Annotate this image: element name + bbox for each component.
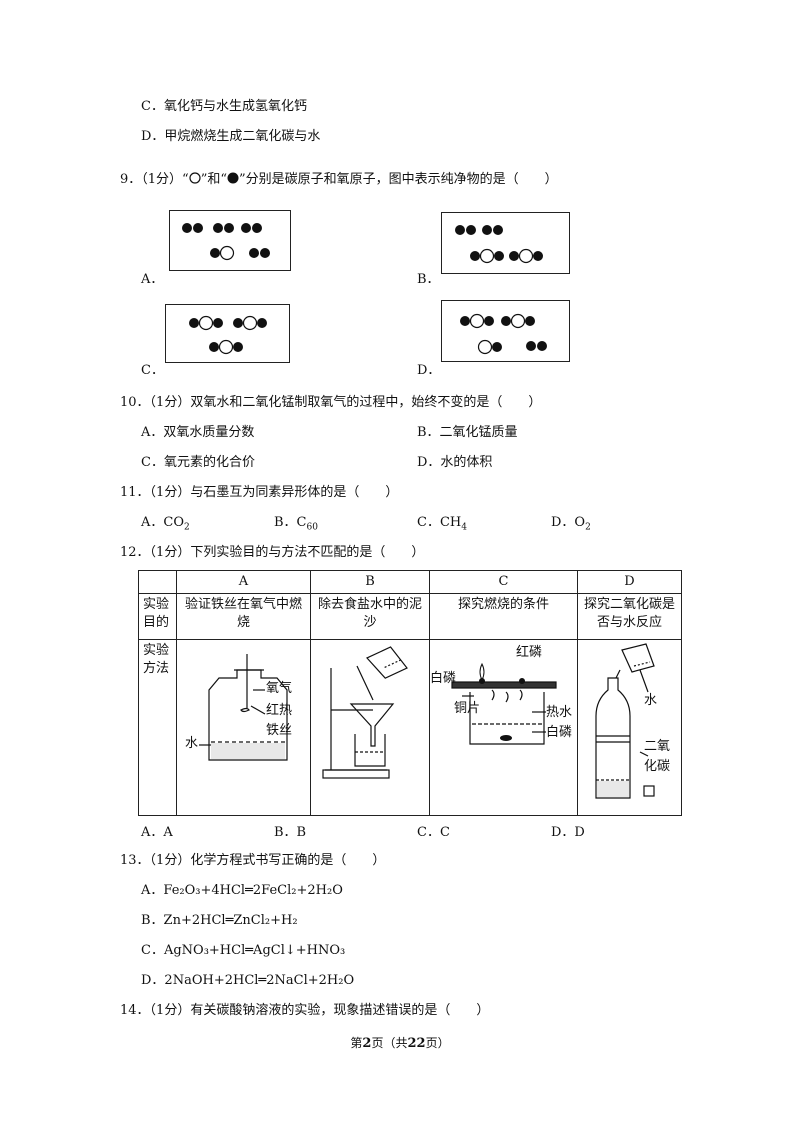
q11-option-a: A．CO2 <box>141 514 190 537</box>
q9-stem-mid: ”和“ <box>200 172 227 187</box>
q10-option-a: A．双氧水质量分数 <box>141 425 255 440</box>
q12-fig-c-white-p-bottom-label: 白磷 <box>546 725 573 740</box>
q9-label-c: C． <box>141 363 164 378</box>
q11-option-c-sub: 4 <box>461 522 467 533</box>
q11-option-a-sub: 2 <box>184 522 190 533</box>
q12-fig-c-copper-label: 铜片 <box>454 701 481 716</box>
q11-option-b-text: B．C <box>274 515 307 530</box>
q9-box-d <box>441 300 570 362</box>
q9-box-a <box>169 210 291 271</box>
q12-option-a: A．A <box>141 825 173 840</box>
q9-stem-prefix: 9．（1分）“ <box>120 172 189 187</box>
q8-option-c: C．氧化钙与水生成氢氧化钙 <box>141 99 307 114</box>
q12-fig-c-hot-water-label: 热水 <box>546 705 573 720</box>
q9-label-d: D． <box>417 363 441 378</box>
q9-box-c <box>165 304 290 363</box>
q10-option-d: D．水的体积 <box>417 455 493 470</box>
q10-option-b: B．二氧化锰质量 <box>417 425 518 440</box>
q8-option-d: D．甲烷燃烧生成二氧化碳与水 <box>141 129 321 144</box>
q12-option-c: C．C <box>417 825 450 840</box>
q12-stem: 12．（1分）下列实验目的与方法不匹配的是（ ） <box>120 545 425 560</box>
q12-purpose-row: 实验目的 验证铁丝在氧气中燃烧 除去食盐水中的泥沙 探究燃烧的条件 探究二氧化碳… <box>138 593 682 640</box>
q11-option-d-sub: 2 <box>585 522 591 533</box>
q11-stem: 11．（1分）与石墨互为同素异形体的是（ ） <box>120 485 399 500</box>
q12-figure-b <box>310 639 430 816</box>
footer-post: 页） <box>425 1036 450 1050</box>
q12-header-b: B <box>310 570 430 594</box>
q10-stem: 10．（1分）双氧水和二氧化锰制取氧气的过程中，始终不变的是（ ） <box>120 395 542 410</box>
iron-in-oxygen-apparatus-icon <box>199 654 288 761</box>
q12-method-row: 实验方法 氧气 红热 铁丝 水 <box>138 639 682 816</box>
footer-total-pages: 22 <box>407 1036 426 1051</box>
q12-fig-d-water-label: 水 <box>644 693 658 708</box>
q12-header-row: A B C D <box>138 570 682 594</box>
q12-fig-a-oxygen-label: 氧气 <box>266 681 293 696</box>
q12-purpose-a: 验证铁丝在氧气中燃烧 <box>176 593 311 640</box>
q10-option-c: C．氧元素的化合价 <box>141 455 255 470</box>
q12-header-a: A <box>176 570 311 594</box>
q12-purpose-c: 探究燃烧的条件 <box>429 593 578 640</box>
q12-fig-d-co2-label-2: 化碳 <box>644 759 671 774</box>
q12-purpose-d: 探究二氧化碳是否与水反应 <box>577 593 682 640</box>
footer-mid: 页（共 <box>371 1036 408 1050</box>
q12-header-d: D <box>577 570 682 594</box>
q12-purpose-b: 除去食盐水中的泥沙 <box>310 593 430 640</box>
footer-page-number: 2 <box>362 1036 372 1051</box>
q13-option-a: A．Fe₂O₃+4HCl═2FeCl₂+2H₂O <box>141 883 343 898</box>
q11-option-b: B．C60 <box>274 514 318 537</box>
q13-option-c: C．AgNO₃+HCl═AgCl↓+HNO₃ <box>141 943 346 958</box>
q9-stem: 9．（1分）“ ”和“ ”分别是碳原子和氧原子，图中表示纯净物的是（ ） <box>120 171 558 189</box>
q11-option-b-sub: 60 <box>306 522 318 533</box>
q11-option-c-text: C．CH <box>417 515 462 530</box>
q13-option-d: D．2NaOH+2HCl═2NaCl+2H₂O <box>141 973 355 988</box>
q12-header-c: C <box>429 570 578 594</box>
q9-stem-suffix: ”分别是碳原子和氧原子，图中表示纯净物的是（ ） <box>239 172 558 187</box>
q12-fig-d-co2-label-1: 二氧 <box>644 739 671 754</box>
q9-label-a: A． <box>141 272 164 287</box>
page-footer: 第2页（共22页） <box>0 1034 800 1051</box>
q12-fig-a-red-hot-label: 红热 <box>266 703 293 718</box>
q11-option-c: C．CH4 <box>417 514 467 537</box>
q12-header-empty <box>138 570 177 594</box>
q11-option-a-text: A．CO <box>141 515 184 530</box>
q9-box-a-molecules <box>182 223 270 261</box>
q9-label-b: B． <box>417 272 440 287</box>
q12-option-d: D．D <box>551 825 585 840</box>
q13-option-b: B．Zn+2HCl═ZnCl₂+H₂ <box>141 913 298 928</box>
combustion-apparatus-icon <box>451 662 557 745</box>
q12-fig-c-white-p-top-label: 白磷 <box>430 671 457 686</box>
q12-figure-a: 氧气 红热 铁丝 水 <box>176 639 311 816</box>
black-circle-icon <box>227 172 239 184</box>
co2-bottle-apparatus-icon <box>595 643 655 799</box>
q13-stem: 13．（1分）化学方程式书写正确的是（ ） <box>120 853 386 868</box>
q9-box-b <box>441 212 570 274</box>
filtration-apparatus-icon <box>322 646 408 779</box>
q11-option-d-text: D．O <box>551 515 586 530</box>
q12-figure-c: 红磷 白磷 铜片 热水 白磷 <box>429 639 578 816</box>
footer-pre: 第 <box>350 1036 363 1050</box>
q12-fig-a-water-label: 水 <box>185 736 199 751</box>
q12-option-b: B．B <box>274 825 307 840</box>
q11-option-d: D．O2 <box>551 514 591 537</box>
q12-figure-d: 水 二氧 化碳 <box>577 639 682 816</box>
q12-method-label: 实验方法 <box>138 639 177 816</box>
q14-stem: 14．（1分）有关碳酸钠溶液的实验，现象描述错误的是（ ） <box>120 1003 490 1018</box>
q9-box-d-molecules <box>460 313 547 355</box>
q12-purpose-label: 实验目的 <box>138 593 177 640</box>
white-circle-icon <box>189 172 201 184</box>
q12-fig-a-iron-wire-label: 铁丝 <box>266 723 293 738</box>
q9-box-b-molecules <box>455 225 543 264</box>
q9-box-c-molecules <box>189 315 267 355</box>
q12-experiment-table: A B C D 实验目的 验证铁丝在氧气中燃烧 除去食盐水中的泥沙 探究燃烧的条… <box>138 570 682 816</box>
q12-fig-c-red-p-label: 红磷 <box>516 645 543 660</box>
